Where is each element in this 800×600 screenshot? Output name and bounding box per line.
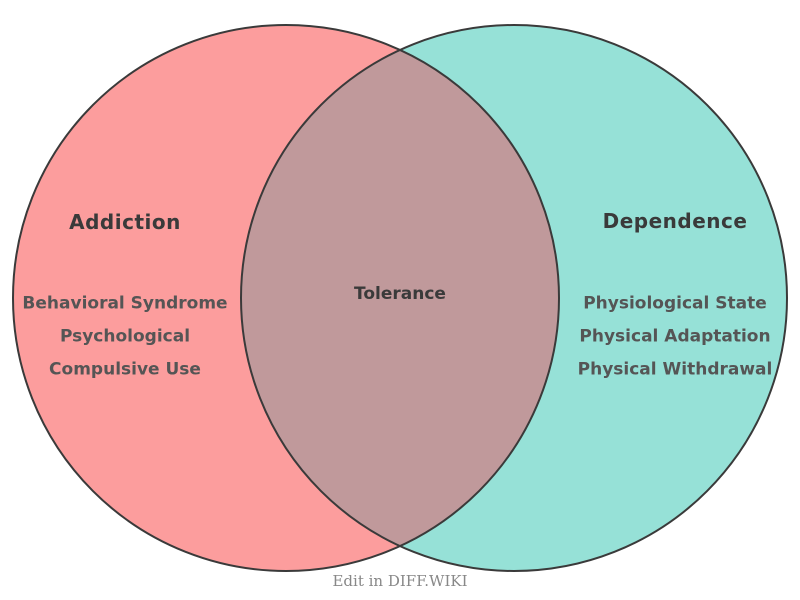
overlap-lens-shape (241, 25, 559, 571)
edit-in-diffwiki-link[interactable]: Edit in DIFF.WIKI (332, 572, 468, 590)
left-circle-outline (12, 24, 560, 572)
list-item: Behavioral Syndrome (22, 293, 228, 314)
left-circle-items: Behavioral Syndrome Psychological Compul… (22, 288, 227, 387)
right-circle-title: Dependence (602, 209, 748, 233)
left-circle-title: Addiction (69, 210, 181, 234)
list-item: Psychological (59, 326, 191, 347)
list-item: Compulsive Use (49, 359, 201, 380)
right-circle-outline (240, 24, 788, 572)
list-item: Physical Adaptation (579, 326, 771, 347)
right-circle-items: Physiological State Physical Adaptation … (578, 288, 773, 387)
list-item: Physical Withdrawal (577, 359, 773, 380)
overlap-label: Tolerance (354, 284, 446, 304)
list-item: Physiological State (583, 293, 767, 314)
